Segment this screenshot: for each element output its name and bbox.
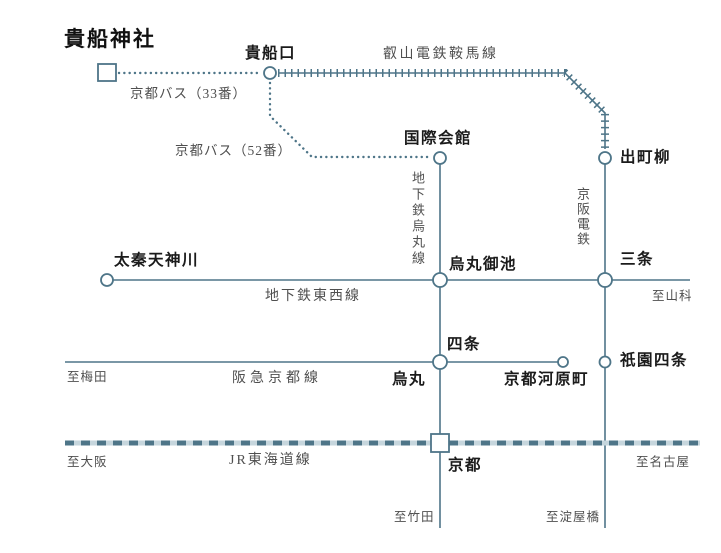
line-label-bus33: 京都バス（33番） <box>130 86 247 101</box>
line-label-hankyu: 阪急京都線 <box>232 371 322 386</box>
direction-label-nagoya: 至名古屋 <box>636 455 691 469</box>
station-label-kibuneguchi: 貴船口 <box>245 45 297 62</box>
line-label-jr: JR東海道線 <box>229 453 312 468</box>
station-label-karasuma-oike: 烏丸御池 <box>449 256 518 273</box>
eizan-line <box>278 72 606 149</box>
line-label-tozai: 地下鉄東西線 <box>265 289 361 304</box>
marker-kokusaikaikan <box>433 151 447 165</box>
line-label-eizan: 叡山電鉄鞍馬線 <box>383 47 499 62</box>
marker-demachiyanagi <box>598 151 612 165</box>
shrine-marker <box>97 63 117 82</box>
marker-sanjo <box>597 272 613 288</box>
station-label-sanjo: 三条 <box>620 251 655 268</box>
bus-route-52-line <box>268 81 432 159</box>
station-label-shijo: 四条 <box>447 336 482 353</box>
marker-gion-shijo <box>598 355 612 369</box>
marker-kyoto-kawaramachi <box>557 356 569 368</box>
station-label-gion-shijo: 祇園四条 <box>620 352 689 369</box>
line-label-karasuma: 地下鉄烏丸線 <box>409 171 425 267</box>
station-label-uzumasa-tenjingawa: 太秦天神川 <box>114 252 200 269</box>
direction-label-yodoyabashi: 至淀屋橋 <box>546 510 601 524</box>
marker-kyoto-station <box>430 433 450 453</box>
station-label-kyoto-kawaramachi: 京都河原町 <box>504 371 590 388</box>
direction-label-yamashina: 至山科 <box>652 289 693 303</box>
station-label-demachiyanagi: 出町柳 <box>620 149 672 166</box>
direction-label-takeda: 至竹田 <box>394 510 435 524</box>
marker-kibuneguchi <box>263 66 277 80</box>
station-label-kyoto: 京都 <box>448 457 483 474</box>
direction-label-osaka: 至大阪 <box>67 455 108 469</box>
marker-uzumasa-tenjingawa <box>100 273 114 287</box>
marker-shijo-karasuma <box>432 354 448 370</box>
map-title: 貴船神社 <box>64 27 156 51</box>
direction-label-umeda: 至梅田 <box>67 370 108 384</box>
line-label-bus52: 京都バス（52番） <box>175 143 292 158</box>
marker-karasuma-oike <box>432 272 448 288</box>
station-label-kokusaikaikan: 国際会館 <box>404 130 473 147</box>
line-label-keihan: 京阪電鉄 <box>574 187 590 247</box>
station-label-karasuma: 烏丸 <box>392 371 427 388</box>
